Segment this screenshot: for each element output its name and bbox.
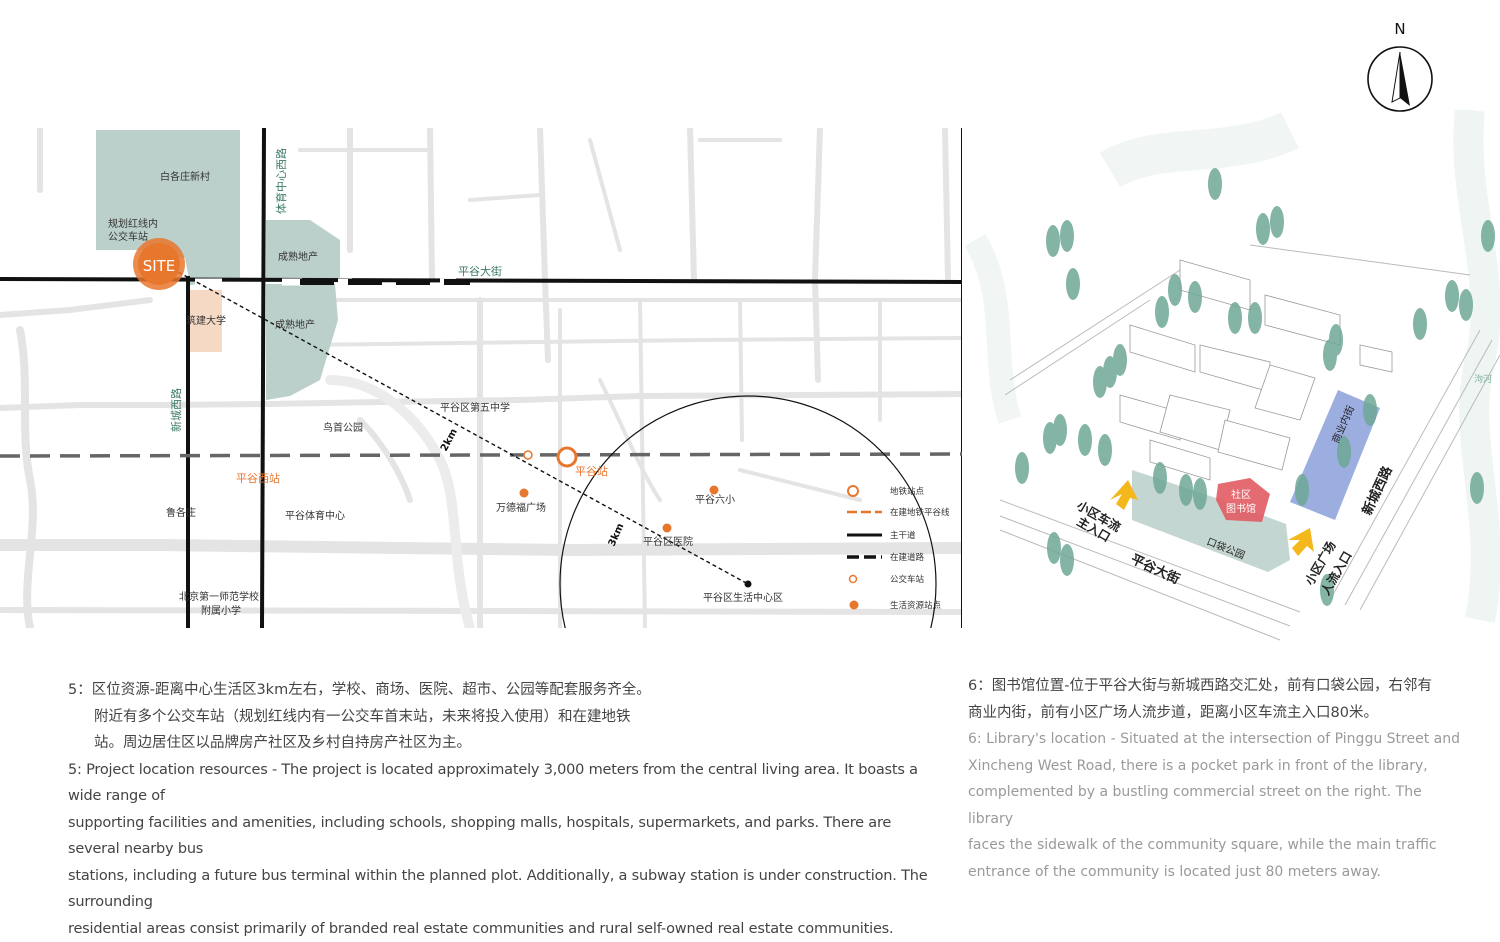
label-niaoshou-park: 鸟首公园	[323, 421, 363, 434]
river-north	[1110, 130, 1290, 170]
label-bus-terminal-1: 规划红线内	[108, 217, 158, 230]
caption-left-cn-3: 站。周边居住区以品牌房产社区及乡村自持房产社区为主。	[68, 730, 938, 757]
label-xincheng-xilu: 新城西路	[169, 388, 183, 432]
label-living-center: 平谷区生活中心区	[703, 591, 783, 604]
label-wandefu: 万德福广场	[496, 501, 546, 514]
caption-left-en-4: residential areas consist primarily of b…	[68, 916, 938, 942]
legend-construction-road-label: 在建道路	[890, 552, 925, 563]
label-library-1: 社区	[1231, 488, 1251, 501]
resource-point-wandefu	[520, 489, 529, 498]
label-sports-center: 平谷体育中心	[285, 509, 345, 522]
label-west-station: 平谷西站	[236, 471, 280, 485]
legend-station-label: 地铁站点	[890, 486, 925, 497]
caption-right-en-4: faces the sidewalk of the community squa…	[968, 832, 1468, 859]
legend-resource-symbol	[850, 601, 859, 610]
label-site-pinggu-dajie: 平谷大街	[1128, 551, 1182, 587]
river-west	[975, 240, 1010, 420]
resource-point-school6	[710, 486, 719, 495]
caption-right-en-1: 6: Library's location - Situated at the …	[968, 726, 1468, 753]
label-bus-terminal-2: 公交车站	[108, 230, 148, 243]
label-library-2: 图书馆	[1226, 502, 1256, 515]
caption-right-en-5: entrance of the community is located jus…	[968, 859, 1468, 886]
label-no5-school: 平谷区第五中学	[440, 401, 510, 414]
label-beijing-school-1: 北京第一师范学校	[179, 590, 259, 603]
label-beijing-school-2: 附属小学	[201, 604, 241, 617]
site-label: SITE	[143, 257, 176, 275]
bus-stop-marker	[524, 451, 532, 459]
legend-metro-label: 在建地铁平谷线	[890, 507, 950, 518]
caption-left: 5：区位资源-距离中心生活区3km左右，学校、商场、医院、超市、公园等配套服务齐…	[68, 677, 938, 942]
caption-left-cn-2: 附近有多个公交车站（规划红线内有一公交车首末站，未来将投入使用）和在建地铁	[68, 704, 938, 731]
label-tiyu-xilu: 体育中心西路	[274, 148, 288, 214]
legend-resource-label: 生活资源站点	[890, 600, 942, 611]
caption-right-en-3: complemented by a bustling commercial st…	[968, 779, 1468, 832]
caption-left-en-3: stations, including a future bus termina…	[68, 863, 938, 916]
label-chengshu-1: 成熟地产	[278, 250, 318, 263]
caption-right-cn-1: 6：图书馆位置-位于平谷大街与新城西路交汇处，前有口袋公园，右邻有	[968, 673, 1468, 700]
label-baigezhuang: 白各庄新村	[160, 170, 210, 183]
label-chengshu-2: 成熟地产	[275, 318, 315, 331]
caption-right-cn-2: 商业内街，前有小区广场人流步道，距离小区车流主入口80米。	[968, 700, 1468, 727]
legend-bus-stop-label: 公交车站	[890, 574, 925, 585]
legend-station-symbol	[848, 486, 858, 496]
caption-right: 6：图书馆位置-位于平谷大街与新城西路交汇处，前有口袋公园，右邻有 商业内街，前…	[968, 673, 1468, 885]
label-hospital: 平谷区医院	[643, 535, 693, 548]
resource-point-hospital	[663, 524, 672, 533]
river	[1468, 110, 1485, 620]
label-luzhuang: 鲁各庄	[166, 506, 196, 519]
site-plan: 泃河	[975, 110, 1500, 640]
label-university: 筑建大学	[186, 314, 226, 327]
label-no6-school: 平谷六小	[695, 494, 735, 506]
living-center-dot	[745, 581, 752, 588]
legend-bus-stop-symbol	[850, 576, 857, 583]
caption-left-cn-1: 5：区位资源-距离中心生活区3km左右，学校、商场、医院、超市、公园等配套服务齐…	[68, 677, 938, 704]
label-pinggu-station: 平谷站	[575, 464, 608, 478]
label-pinggu-dajie: 平谷大街	[458, 264, 502, 278]
metro-station-marker	[558, 448, 576, 466]
north-label: N	[1394, 20, 1405, 38]
caption-right-en-2: Xincheng West Road, there is a pocket pa…	[968, 753, 1468, 780]
caption-left-en-1: 5: Project location resources - The proj…	[68, 757, 938, 810]
caption-left-en-2: supporting facilities and amenities, inc…	[68, 810, 938, 863]
legend-main-road-label: 主干道	[890, 530, 916, 541]
plaza-entry-arrow	[1288, 528, 1314, 556]
north-arrow: N	[1368, 20, 1432, 111]
location-map: SITE 白各庄新村 规划红线内 公交车站 成熟地产 成熟地产 筑建大学 平谷区…	[0, 118, 962, 772]
